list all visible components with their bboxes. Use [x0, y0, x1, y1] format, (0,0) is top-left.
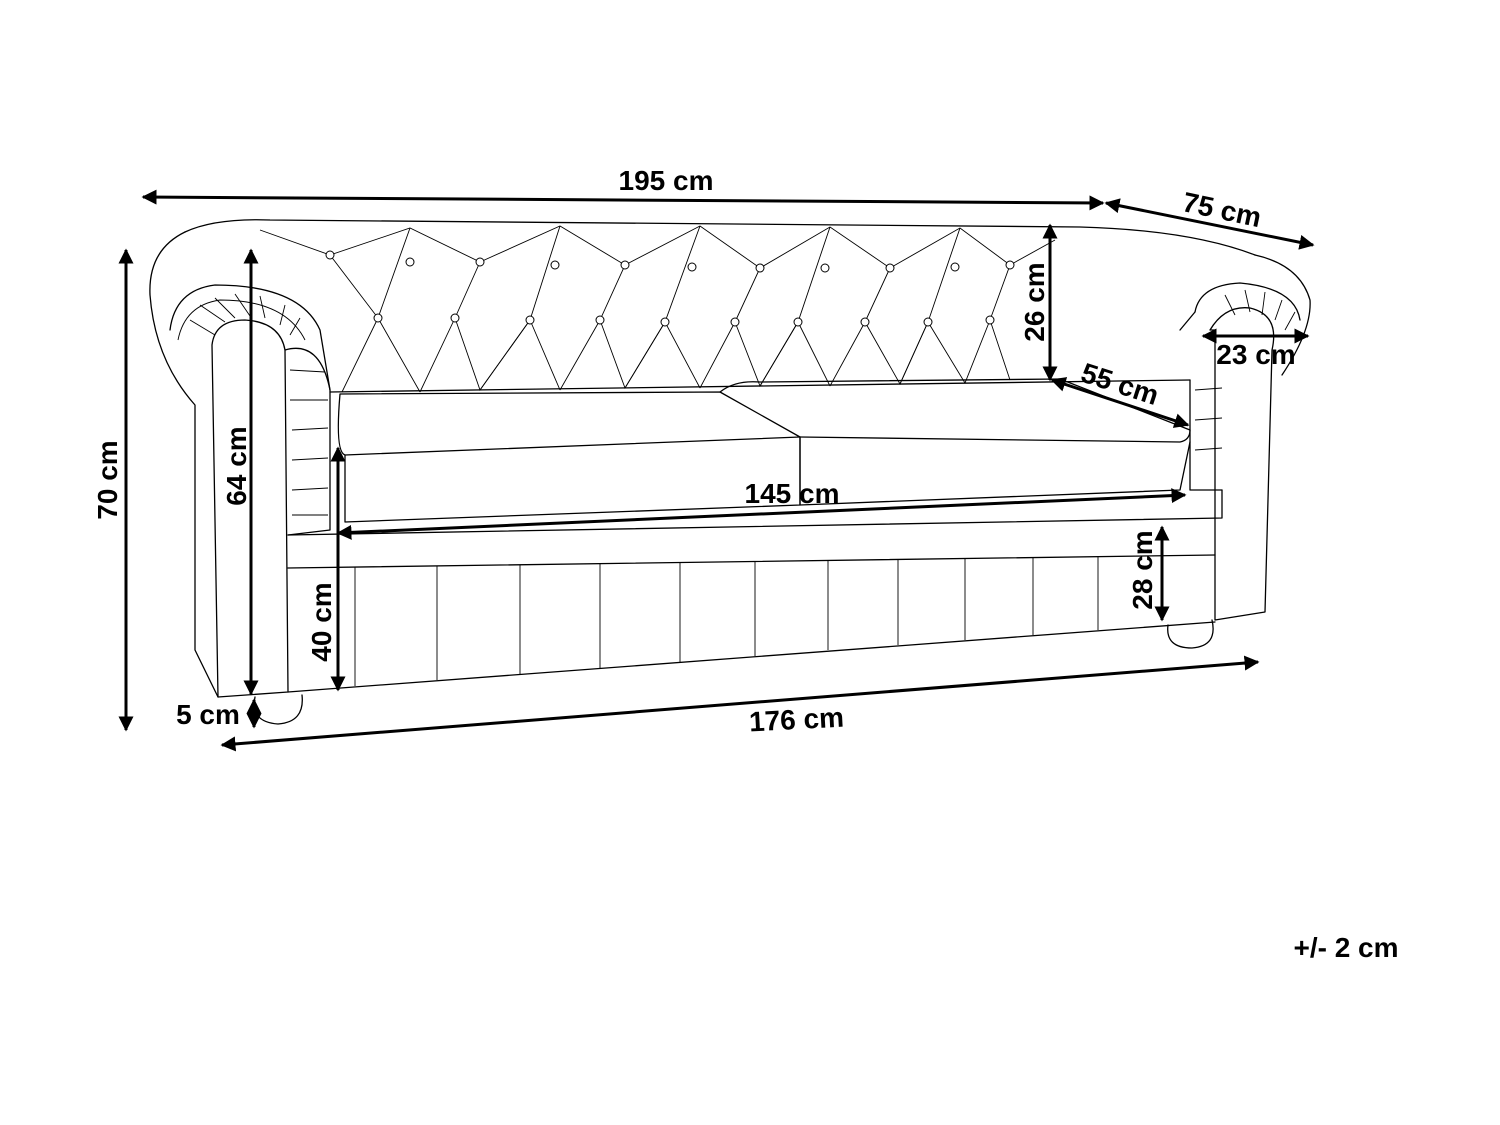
- base-height-label: 28 cm: [1127, 530, 1158, 609]
- base-width-label: 176 cm: [748, 702, 844, 738]
- arm-height-label: 64 cm: [221, 426, 252, 505]
- seat-width-arrow: [336, 488, 1187, 540]
- seat-width-label: 145 cm: [745, 478, 840, 509]
- back-height-label: 26 cm: [1019, 262, 1050, 341]
- tolerance-note: +/- 2 cm: [1293, 932, 1398, 963]
- dimension-arrows: [118, 189, 1315, 752]
- seat-height-label: 40 cm: [306, 582, 337, 661]
- depth-arrow: [1104, 198, 1315, 250]
- leg-height-label: 5 cm: [176, 699, 240, 730]
- total-height-label: 70 cm: [92, 440, 123, 519]
- seat-depth-arrow: [1050, 377, 1190, 428]
- base-width-arrow: [220, 655, 1260, 752]
- total-width-label: 195 cm: [619, 165, 714, 196]
- arm-width-label: 23 cm: [1216, 339, 1295, 370]
- width-arrow: [141, 189, 1105, 211]
